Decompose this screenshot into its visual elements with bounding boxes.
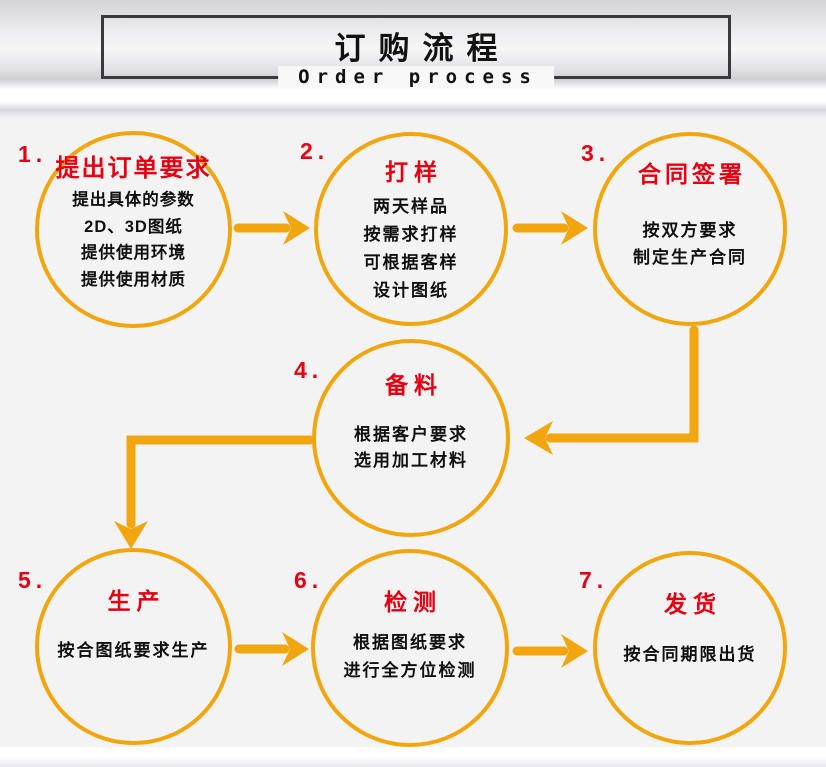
step-circle-1: 提出订单要求 提出具体的参数 2D、3D图纸 提供使用环境 提供使用材质 — [35, 131, 232, 328]
step-6-line-1: 根据图纸要求 — [353, 633, 467, 653]
arrow-step3-to-step4-icon — [524, 325, 699, 455]
step-circle-5: 生产 按合图纸要求生产 — [35, 548, 232, 745]
step-2-title: 打样 — [385, 159, 443, 185]
step-1-line-3: 提供使用环境 — [81, 244, 186, 263]
step-5-line-1: 按合图纸要求生产 — [57, 641, 210, 661]
title-box: 订购流程 Order process — [101, 15, 731, 89]
step-number-6: 6. — [294, 567, 324, 593]
step-6-title: 检测 — [384, 589, 442, 615]
step-number-2: 2. — [300, 138, 330, 164]
step-number-4: 4. — [294, 357, 324, 383]
step-7-title: 发货 — [664, 591, 722, 617]
page-title: 订购流程 — [334, 31, 511, 66]
step-1-title: 提出订单要求 — [55, 155, 212, 182]
arrow-step2-to-step3-icon — [512, 211, 588, 245]
step-1-line-1: 提出具体的参数 — [72, 191, 195, 210]
arrow-step5-to-step6-icon — [234, 632, 309, 666]
step-circle-2: 打样 两天样品 按需求打样 可根据客样 设计图纸 — [314, 132, 508, 326]
arrow-step6-to-step7-icon — [512, 634, 588, 668]
step-number-3: 3. — [581, 140, 611, 166]
step-number-7: 7. — [579, 567, 609, 593]
step-4-line-1: 根据客户要求 — [354, 425, 468, 445]
step-5-title: 生产 — [107, 588, 166, 614]
bottom-gradient-band — [0, 747, 826, 767]
step-circle-4: 备料 根据客户要求 选用加工材料 — [312, 339, 510, 537]
step-3-title: 合同签署 — [638, 161, 746, 187]
step-number-5: 5. — [18, 567, 48, 593]
step-circle-6: 检测 根据图纸要求 进行全方位检测 — [311, 549, 509, 747]
page-subtitle: Order process — [278, 66, 554, 89]
step-2-line-3: 可根据客样 — [363, 253, 459, 273]
step-circle-3: 合同签署 按双方要求 制定生产合同 — [593, 132, 787, 326]
step-2-line-4: 设计图纸 — [373, 281, 449, 301]
step-3-line-2: 制定生产合同 — [633, 248, 747, 268]
step-number-1: 1. — [18, 141, 48, 167]
step-4-line-2: 选用加工材料 — [354, 451, 468, 471]
step-3-line-1: 按双方要求 — [642, 221, 738, 241]
step-6-line-2: 进行全方位检测 — [343, 661, 477, 681]
step-2-line-2: 按需求打样 — [363, 225, 459, 245]
step-7-line-1: 按合同期限出货 — [623, 645, 757, 665]
arrow-step4-to-step5-icon — [114, 435, 315, 549]
step-circle-7: 发货 按合同期限出货 — [593, 551, 787, 745]
step-1-line-4: 提供使用材质 — [81, 270, 186, 289]
step-4-title: 备料 — [385, 372, 443, 398]
top-gradient-band — [0, 0, 826, 118]
step-1-line-2: 2D、3D图纸 — [84, 217, 183, 236]
step-2-line-1: 两天样品 — [373, 197, 449, 217]
arrow-step1-to-step2-icon — [233, 211, 310, 245]
